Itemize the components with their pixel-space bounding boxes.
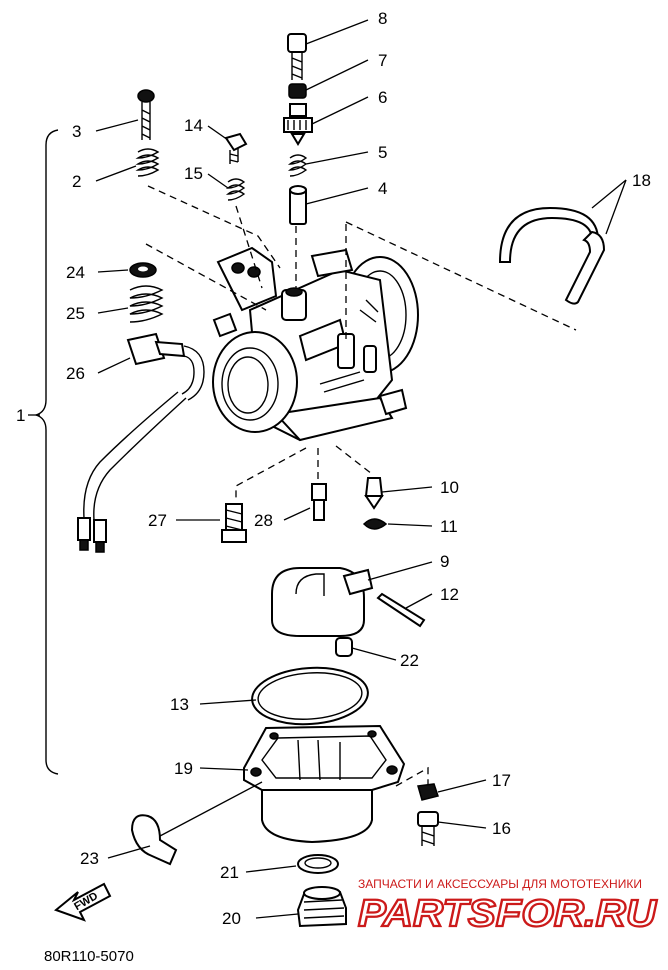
part-23-clamp	[130, 814, 178, 866]
callout-15: 15	[184, 164, 203, 183]
assembly-line	[235, 205, 263, 289]
part-22-plug	[335, 637, 353, 657]
part-5-spring	[287, 154, 308, 177]
part-27-main-jet	[221, 503, 247, 543]
callout-4: 4	[378, 179, 387, 198]
part-16-screw	[417, 811, 439, 846]
part-19-float-bowl	[243, 724, 406, 844]
callout-8: 8	[378, 9, 387, 28]
callout-27: 27	[148, 511, 167, 530]
callout-19: 19	[174, 759, 193, 778]
callout-7: 7	[378, 51, 387, 70]
part-11-clip	[362, 518, 388, 530]
carburetor-body	[212, 246, 419, 442]
callout-18: 18	[632, 171, 651, 190]
callout-6: 6	[378, 88, 387, 107]
part-26-starter-plunger	[126, 332, 205, 401]
callout-10: 10	[440, 478, 459, 497]
callout-16: 16	[492, 819, 511, 838]
callout-25: 25	[66, 304, 85, 323]
watermark-brand: PARTSFOR.RU	[358, 893, 658, 935]
callout-1: 1	[16, 406, 25, 425]
part-6-valve	[283, 103, 313, 146]
part-15-spring	[225, 178, 246, 201]
callout-20: 20	[222, 909, 241, 928]
callout-14: 14	[184, 116, 203, 135]
callout-11: 11	[440, 517, 458, 536]
callout-26: 26	[66, 364, 85, 383]
part-9-float	[271, 567, 374, 637]
part-25-spring	[129, 285, 164, 323]
assembly-line	[395, 766, 429, 787]
callout-2: 2	[72, 172, 81, 191]
callout-17: 17	[492, 771, 511, 790]
assembly-line	[235, 447, 307, 502]
callout-5: 5	[378, 143, 387, 162]
callout-22: 22	[400, 651, 419, 670]
part-20-drain-plug	[296, 886, 347, 928]
forward-arrow: FWD	[53, 882, 112, 922]
part-14-screw	[224, 132, 248, 164]
assembly-line	[345, 221, 577, 331]
callout-24: 24	[66, 263, 85, 282]
part-12-float-pin	[376, 592, 426, 628]
starter-cable	[77, 391, 187, 553]
assembly-line	[145, 243, 267, 311]
assembly-line	[147, 185, 281, 269]
callout-9: 9	[440, 552, 449, 571]
assembly-bracket	[33, 129, 59, 775]
watermark: ЗАПЧАСТИ И АКСЕССУАРЫ ДЛЯ МОТОТЕХНИКИ PA…	[357, 877, 659, 936]
callout-23: 23	[80, 849, 99, 868]
part-28-pilot-jet	[311, 483, 327, 521]
part-7-nut	[288, 83, 307, 99]
part-10-float-needle	[364, 477, 384, 510]
part-4-needle-jet	[289, 185, 307, 225]
part-2-spring	[135, 148, 160, 177]
part-17-washer	[417, 783, 439, 801]
part-24-washer	[129, 262, 157, 278]
part-18-vent-hose	[498, 206, 606, 305]
part-3-screw	[137, 89, 155, 140]
part-8-screw	[287, 33, 307, 80]
leader-lines	[28, 19, 627, 919]
callout-28: 28	[254, 511, 273, 530]
callout-12: 12	[440, 585, 459, 604]
part-13-gasket	[251, 666, 369, 726]
callout-21: 21	[220, 863, 239, 882]
callout-3: 3	[72, 122, 81, 141]
assembly-line	[335, 445, 373, 475]
watermark-tagline: ЗАПЧАСТИ И АКСЕССУАРЫ ДЛЯ МОТОТЕХНИКИ	[358, 877, 642, 891]
diagram-code: 80R110-5070	[44, 948, 134, 965]
callout-13: 13	[170, 695, 189, 714]
part-21-o-ring	[297, 854, 339, 874]
